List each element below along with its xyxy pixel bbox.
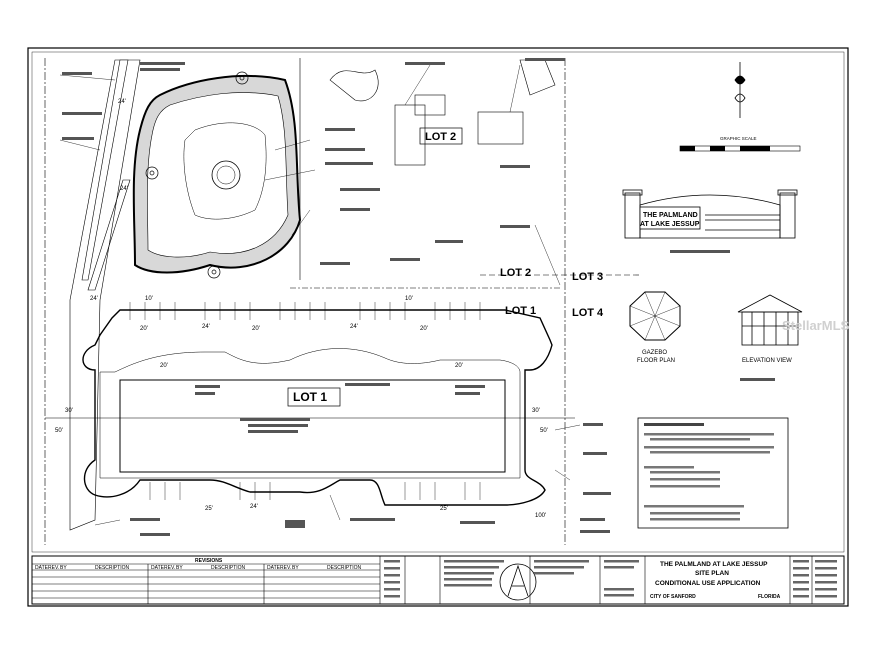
callout-leaders	[59, 64, 581, 526]
dimension-label: 20'	[140, 326, 148, 332]
sheet-border	[27, 47, 849, 607]
project-state: FLORIDA	[758, 594, 781, 600]
col-rev-3: REV.	[280, 565, 291, 571]
title-block	[31, 555, 845, 605]
retention-pond	[132, 75, 302, 274]
lot-1-main-label: LOT 1	[293, 390, 327, 404]
dimension-label: 50'	[55, 428, 63, 434]
north-arrow-icon	[734, 62, 746, 118]
sign-text-line2: AT LAKE JESSUP	[640, 221, 700, 228]
dimension-label: 24'	[120, 186, 128, 192]
lot-2-top-label: LOT 2	[425, 131, 456, 143]
col-by-3: BY	[292, 565, 299, 571]
dimension-label: 20'	[252, 326, 260, 332]
col-by-1: BY	[60, 565, 67, 571]
dimension-label: 20'	[420, 326, 428, 332]
parking-lot	[82, 309, 553, 506]
engineer-logo-icon	[499, 563, 537, 601]
dimension-label: 100'	[535, 513, 546, 519]
elevation-view-label: ELEVATION VIEW	[742, 358, 792, 364]
project-title-line1: THE PALMLAND AT LAKE JESSUP	[660, 561, 768, 568]
col-rev-1: REV.	[48, 565, 59, 571]
watermark: StellarMLS	[782, 318, 850, 333]
graphic-scale-title: GRAPHIC SCALE	[720, 136, 757, 141]
entrance-driveway	[69, 59, 141, 531]
entrance-wall-detail-title	[670, 250, 730, 253]
col-date-3: DATE	[267, 565, 281, 571]
col-date-2: DATE	[151, 565, 165, 571]
site-data-notes-box	[637, 417, 789, 529]
dimension-label: 30'	[65, 408, 73, 414]
title-block-fineprint	[384, 560, 837, 598]
dimension-label: 24'	[118, 99, 126, 105]
lot-2-label-box	[419, 127, 463, 145]
lot-3-label: LOT 3	[572, 271, 603, 283]
dimension-label: 24'	[90, 296, 98, 302]
dimension-label: 50'	[540, 428, 548, 434]
gazebo-floor-plan	[629, 291, 681, 341]
dimension-label: 10'	[145, 296, 153, 302]
col-rev-2: REV.	[164, 565, 175, 571]
gazebo-detail-title	[740, 378, 775, 381]
dimension-label: 24'	[250, 504, 258, 510]
col-description-2: DESCRIPTION	[211, 565, 246, 571]
col-date-1: DATE	[35, 565, 49, 571]
parking-stalls	[129, 302, 481, 500]
dimension-label: 20'	[455, 363, 463, 369]
lot-4-label: LOT 4	[572, 307, 604, 319]
dimension-label: 20'	[160, 363, 168, 369]
project-title-line2: SITE PLAN	[695, 570, 729, 577]
lot-1-label-box	[287, 387, 341, 407]
lot-2-label: LOT 2	[500, 267, 531, 279]
col-description-1: DESCRIPTION	[95, 565, 130, 571]
sign-text-line1: THE PALMLAND	[643, 212, 698, 219]
lot-1-label: LOT 1	[505, 305, 536, 317]
graphic-scale-bar	[679, 145, 801, 152]
project-title-line3: CONDITIONAL USE APPLICATION	[655, 580, 761, 587]
col-description-3: DESCRIPTION	[327, 565, 362, 571]
inner-border	[31, 51, 845, 553]
col-by-2: BY	[176, 565, 183, 571]
project-city: CITY OF SANFORD	[650, 594, 696, 600]
illegible-callouts	[62, 58, 611, 536]
dimension-label: 25'	[205, 506, 213, 512]
dimension-label: 30'	[532, 408, 540, 414]
gazebo-label: GAZEBO	[642, 350, 667, 356]
dimension-label: 24'	[350, 324, 358, 330]
tree-symbols	[145, 71, 249, 279]
dimension-label: 10'	[405, 296, 413, 302]
gazebo-elevation	[737, 294, 803, 346]
dimension-label: 25'	[440, 506, 448, 512]
dimension-label: 24'	[202, 324, 210, 330]
revisions-header: REVISIONS	[195, 558, 223, 564]
proposed-building	[119, 379, 506, 473]
entrance-wall-sign	[622, 189, 798, 239]
gazebo-floor-plan-label: FLOOR PLAN	[637, 358, 675, 364]
